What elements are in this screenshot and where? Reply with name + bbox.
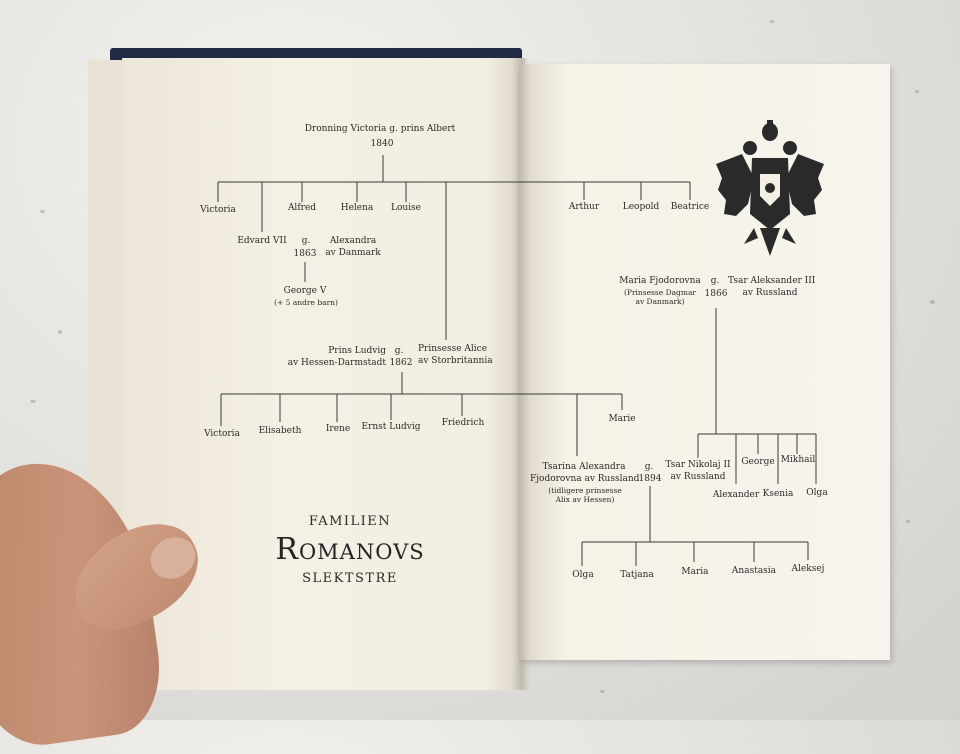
title-familien: FAMILIEN [308, 514, 392, 529]
grandchild-tatjana: Tatjana [620, 570, 654, 580]
hessen-friedrich: Friedrich [441, 418, 485, 428]
child-louise: Louise [390, 203, 421, 213]
tsar-aleksander-sub: av Russland [742, 288, 798, 298]
tsarina-line2: Fjodorovna av Russland [530, 474, 640, 484]
george-v: George V [283, 286, 327, 296]
tsarina-line4: Alix av Hessen) [555, 495, 615, 504]
root-year: 1840 [370, 139, 394, 149]
root-couple: Dronning Victoria g. prins Albert [304, 124, 456, 134]
sibling-george: George [741, 457, 775, 467]
grandchild-aleksej: Aleksej [791, 564, 825, 574]
child-victoria: Victoria [200, 205, 236, 215]
child-arthur: Arthur [568, 202, 600, 212]
child-beatrice: Beatrice [670, 202, 710, 212]
title-slektstre: SLEKTSTRE [302, 571, 398, 586]
maria-year: 1866 [704, 289, 728, 299]
tsarina-year: 1894 [638, 474, 662, 484]
edvard-year: 1863 [293, 249, 317, 259]
alexandra: Alexandra [329, 236, 377, 246]
child-alfred: Alfred [287, 203, 317, 213]
prins-ludvig: Prins Ludvig [328, 346, 386, 356]
hessen-victoria: Victoria [204, 429, 240, 439]
alexandra-sub: av Danmark [325, 248, 381, 258]
tsar-aleksander-iii: Tsar Aleksander III [728, 276, 816, 286]
tsar-nikolaj-ii: Tsar Nikolaj II [665, 460, 731, 470]
maria-g: g. [710, 276, 720, 286]
sibling-mikhail: Mikhail [780, 455, 816, 465]
double-headed-eagle-icon [716, 120, 824, 256]
hessen-marie: Marie [608, 414, 636, 424]
tsarina-alexandra: Tsarina Alexandra [542, 462, 626, 472]
sibling-alexander: Alexander [712, 490, 760, 500]
ludvig-year: 1862 [389, 358, 413, 368]
maria-fjodorovna: Maria Fjodorovna [619, 276, 701, 286]
title-romanovs: Romanovs [275, 532, 425, 567]
hessen-ernst-ludvig: Ernst Ludvig [361, 422, 421, 432]
grandchild-olga: Olga [572, 570, 594, 580]
family-tree-lines [217, 155, 817, 566]
maria-sub2: av Danmark) [635, 297, 685, 306]
prinsesse-alice: Prinsesse Alice [418, 344, 488, 354]
tsar-nikolaj-sub: av Russland [670, 472, 726, 482]
book-gutter [512, 58, 530, 690]
ludvig-g: g. [394, 346, 404, 356]
child-leopold: Leopold [622, 202, 660, 212]
sibling-ksenia: Ksenia [762, 489, 794, 499]
grandchild-maria: Maria [681, 567, 709, 577]
grandchild-anastasia: Anastasia [731, 566, 777, 576]
maria-sub: (Prinsesse Dagmar [623, 288, 697, 297]
sibling-olga: Olga [806, 488, 828, 498]
george-v-note: (+ 5 andre barn) [274, 298, 338, 307]
hessen-irene: Irene [325, 424, 351, 434]
prinsesse-alice-sub: av Storbritannia [418, 356, 493, 366]
edvard-vii: Edvard VII [237, 236, 287, 246]
child-helena: Helena [340, 203, 374, 213]
edvard-g: g. [301, 236, 311, 246]
prins-ludvig-sub: av Hessen-Darmstadt [287, 358, 386, 368]
tsarina-line3: (tidligere prinsesse [548, 486, 622, 495]
hessen-elisabeth: Elisabeth [258, 426, 302, 436]
tsarina-g: g. [644, 462, 654, 472]
